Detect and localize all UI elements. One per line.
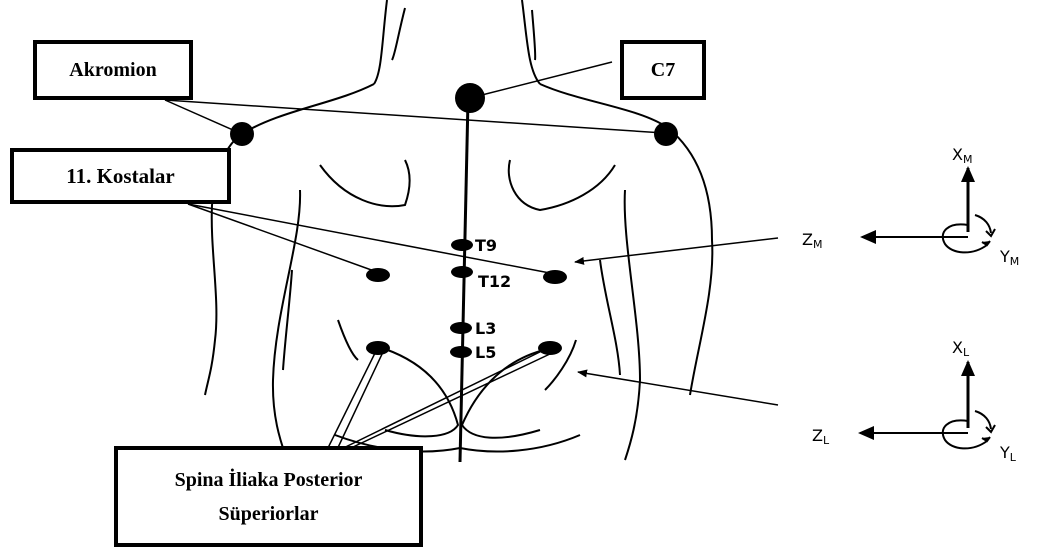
- vertebra-label-l5: L5: [475, 343, 496, 362]
- marker-l3: [450, 322, 472, 334]
- axes-lower: [860, 362, 995, 448]
- marker-c7: [455, 83, 485, 113]
- neck-right: [522, 0, 540, 84]
- marker-t12: [451, 266, 473, 278]
- neck-right-inner: [532, 10, 535, 60]
- vertebra-label-t9: T9: [475, 236, 497, 255]
- marker-rib-left: [366, 268, 390, 282]
- marker-rib-right: [543, 270, 567, 284]
- neck-left: [374, 0, 387, 84]
- marker-l5: [450, 346, 472, 358]
- axis-y-upper: YM: [999, 247, 1019, 268]
- buttock-left: [385, 349, 458, 436]
- label-spina-line2: Süperiorlar: [219, 497, 319, 531]
- marker-spina-left: [366, 341, 390, 355]
- marker-akromion-left: [230, 122, 254, 146]
- axis-z-upper: ZM: [802, 230, 822, 251]
- label-spina-line1: Spina İliaka Posterior: [175, 463, 363, 497]
- vertebra-label-l3: L3: [475, 319, 496, 338]
- axis-y-lower: YL: [999, 443, 1017, 464]
- axis-x-upper: XM: [952, 145, 972, 166]
- arm-right: [690, 240, 712, 395]
- torso-right: [625, 190, 640, 460]
- inner-arm-right: [600, 260, 620, 375]
- buttock-right: [462, 349, 548, 438]
- scapula-left: [320, 160, 410, 206]
- spine-line: [460, 100, 468, 462]
- waist-line-left: [338, 320, 358, 360]
- label-c7: C7: [620, 40, 706, 100]
- label-spina-iliaka: Spina İliaka Posterior Süperiorlar: [114, 446, 423, 547]
- leader-lines: [165, 62, 778, 458]
- label-kostalar: 11. Kostalar: [10, 148, 231, 204]
- arm-left: [205, 205, 216, 395]
- axis-z-lower: ZL: [812, 426, 830, 447]
- scapula-right: [509, 160, 615, 210]
- vertebra-label-t12: T12: [478, 272, 511, 291]
- marker-akromion-right: [654, 122, 678, 146]
- marker-spina-right: [538, 341, 562, 355]
- label-akromion: Akromion: [33, 40, 193, 100]
- inner-arm-left: [283, 270, 292, 370]
- neck-left-inner: [392, 8, 405, 60]
- axes-upper: [862, 168, 995, 252]
- marker-t9: [451, 239, 473, 251]
- axis-x-lower: XL: [952, 338, 970, 359]
